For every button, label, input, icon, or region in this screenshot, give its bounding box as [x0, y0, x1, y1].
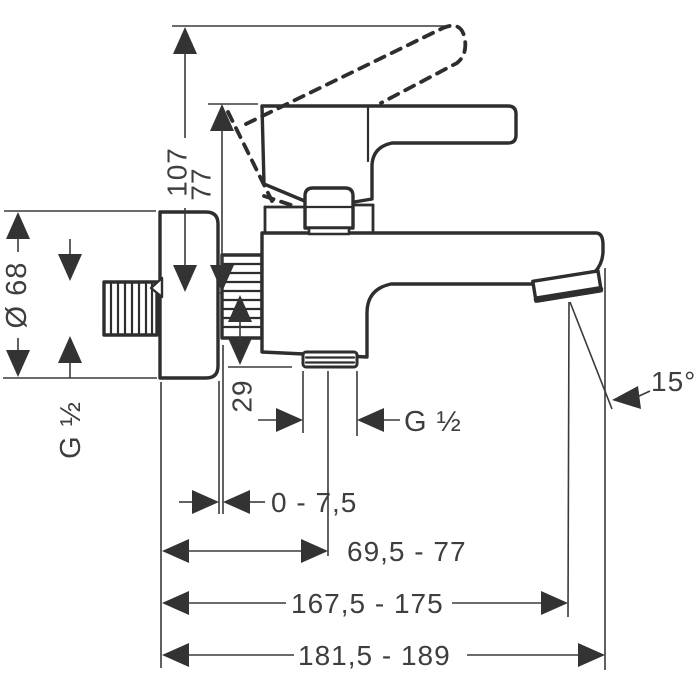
cartridge-cap — [303, 186, 355, 236]
dim-inlet-thread: G ½ — [55, 239, 87, 459]
dim-reach-inner-arrow-left — [162, 591, 189, 615]
dim-outlet-arrow-right — [276, 408, 303, 432]
dim-reach-outer-arrow-right — [578, 643, 605, 667]
nipple-outline — [102, 280, 159, 337]
raised-lever-neck — [226, 110, 274, 203]
dim-outlet-offset: 69,5 - 77 — [162, 536, 467, 567]
dim-label-handle-height: 77 — [186, 167, 217, 200]
raised-lever-outline — [244, 23, 468, 126]
dim-reach-outer-arrow-left — [162, 643, 189, 667]
aerator-face-thick-edge — [533, 286, 604, 303]
dim-escutcheon-diameter: Ø 68 — [1, 212, 33, 377]
dim-inlet-arrow-down — [58, 254, 82, 281]
dim-handle-height: 77 — [186, 104, 234, 292]
dim-wall-clearance: 0 - 7,5 — [179, 487, 357, 518]
dim-reach-inner: 167,5 - 175 — [162, 588, 568, 619]
spout-angle-slant-line — [569, 301, 613, 410]
nipple-thread-hatch — [109, 282, 154, 335]
extension-lines — [3, 25, 613, 670]
dim-offset-arrow-right — [301, 539, 328, 563]
dim-label-wall-clearance: 0 - 7,5 — [271, 487, 357, 518]
dim-label-outlet-offset: 69,5 - 77 — [347, 536, 467, 567]
dim-outlet-thread: G ½ — [258, 406, 462, 438]
dim-label-inlet-thread: G ½ — [55, 401, 87, 459]
dim-outlet-arrow-left — [357, 408, 384, 432]
lever-raised-dashed — [226, 23, 468, 208]
dim-spout-angle: 15° — [612, 366, 696, 409]
dim-29-arrow-down — [228, 338, 252, 365]
dim-29-arrow-up — [228, 295, 252, 322]
dim-label-spout-angle: 15° — [651, 366, 696, 397]
dim-label-reach-outer: 181,5 - 189 — [298, 640, 451, 671]
body-and-spout — [260, 231, 605, 359]
nipple-cone — [149, 276, 164, 299]
cap-foot — [307, 226, 351, 236]
dim-label-max-height: 107 — [162, 147, 193, 197]
dim-inlet-arrow-up — [58, 336, 82, 363]
dim-handle-height-arrow-up — [210, 104, 234, 131]
lever-outline — [260, 104, 518, 204]
dim-max-height-arrow-down — [173, 265, 197, 292]
dim-offset-arrow-left — [162, 539, 189, 563]
dim-reach-outer: 181,5 - 189 — [162, 640, 605, 671]
bottom-outlet — [301, 350, 359, 369]
dim-clearance-arrow-right — [192, 490, 219, 514]
inlet-thread-nipple — [102, 276, 164, 337]
dim-label-outlet-thread: G ½ — [404, 406, 462, 438]
escutcheon-plate — [158, 210, 220, 380]
faucet-elevation — [102, 23, 605, 380]
outlet-outline — [301, 350, 359, 369]
dim-axis-to-outlet: 29 — [227, 295, 258, 413]
dim-clearance-arrow-left — [223, 490, 250, 514]
cartridge-pedestal — [263, 203, 375, 234]
spout-aerator — [531, 269, 604, 303]
dim-label-escutcheon-diameter: Ø 68 — [1, 262, 33, 329]
dim-max-height-arrow-up — [173, 27, 197, 54]
raised-lever-pivot-dash — [262, 194, 296, 208]
lever-handle — [260, 104, 518, 204]
dim-diameter-arrow-down — [6, 350, 30, 377]
dim-reach-inner-arrow-right — [541, 591, 568, 615]
dim-label-axis-to-outlet: 29 — [227, 379, 258, 412]
dim-label-reach-inner: 167,5 - 175 — [291, 588, 444, 619]
spout-tip-inner-vertical — [567, 301, 570, 618]
dim-handle-height-arrow-down — [210, 265, 234, 292]
dim-max-height: 107 — [162, 27, 197, 292]
dim-diameter-arrow-up — [6, 212, 30, 239]
dim-angle-arrow — [612, 386, 641, 409]
